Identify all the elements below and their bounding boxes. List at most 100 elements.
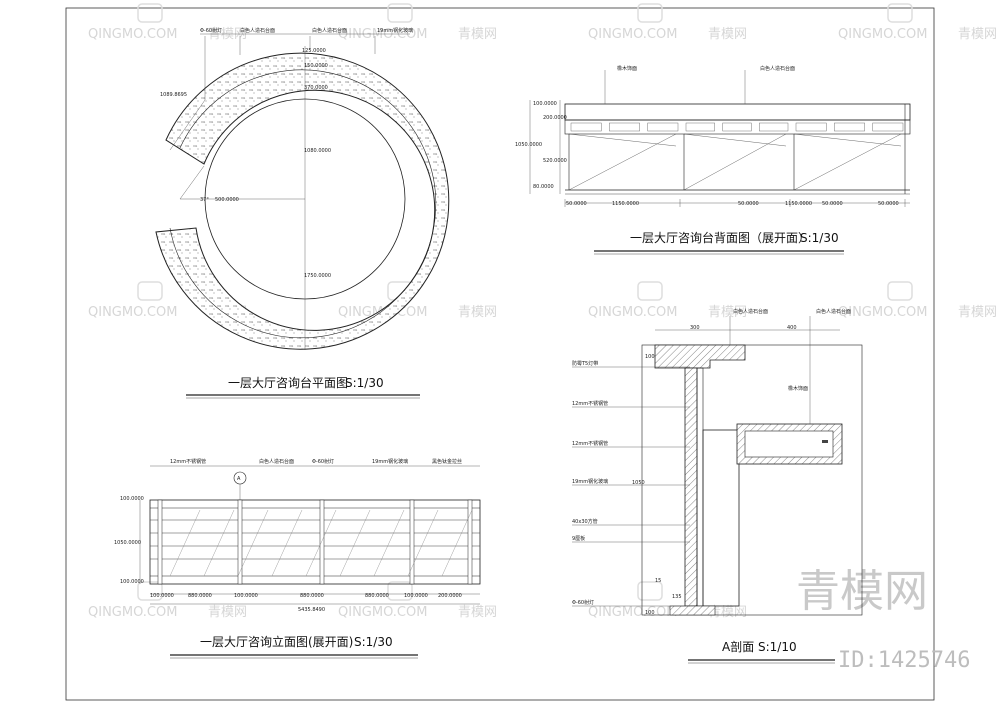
back-vdim-100: 100.0000 — [533, 101, 557, 107]
section-scale: S:1/10 — [758, 640, 797, 654]
back-label-stone: 白色人造石台面 — [760, 65, 795, 72]
plan-label-stone-top-1: 白色人造石台面 — [240, 27, 275, 34]
front-glass-reflection — [441, 509, 473, 577]
sheet-border — [65, 7, 935, 701]
plan-label-spotlight: Φ-60射灯 — [200, 27, 222, 34]
watermark-logo-icon — [137, 3, 163, 23]
watermark-text-cn: 青模网 — [208, 605, 247, 620]
back-bay-diagonal — [683, 133, 787, 191]
section-title: A剖面 — [722, 640, 754, 654]
front-elevation: A 12mm不锈钢管 白色人造石台面 Φ-60射灯 19mm钢化玻璃 黑色钛金拉… — [114, 458, 481, 659]
section-dim-100-bottom: 100 — [645, 610, 655, 616]
back-vdim-200: 200.0000 — [543, 115, 567, 121]
watermark-text: QINGMO.COM — [88, 305, 177, 320]
front-label-spotlight: Φ-60射灯 — [312, 458, 334, 465]
front-vdim-100-bottom: 100.0000 — [120, 579, 144, 585]
plan-label-glass: 19mm钢化玻璃 — [377, 27, 413, 34]
back-hdim: 1150.0000 — [612, 201, 639, 207]
back-drawer — [872, 122, 904, 132]
back-bay-diagonal — [568, 133, 677, 191]
plan-dim-1089: 1089.8695 — [160, 92, 187, 98]
watermark-text: QINGMO.COM — [338, 605, 427, 620]
front-section-marker-letter: A — [237, 476, 241, 482]
section-dim-400: 400 — [787, 325, 797, 331]
plan-scale: S:1/30 — [345, 376, 384, 390]
watermark-text-cn: 青模网 — [958, 27, 997, 42]
watermark-logo-icon — [637, 3, 663, 23]
watermark-text: QINGMO.COM — [838, 305, 927, 320]
back-label-oak: 橡木饰面 — [617, 65, 637, 72]
watermark-text: QINGMO.COM — [88, 605, 177, 620]
plan-dim-1750: 1750.0000 — [304, 273, 331, 279]
back-title: 一层大厅咨询台背面图（展开面） — [630, 230, 810, 245]
plan-dim-370: 370.0000 — [304, 85, 328, 91]
back-drawer-row — [564, 119, 911, 135]
section-vertical-panel — [684, 367, 698, 607]
front-post — [467, 499, 473, 585]
section-left-label: 防霉T5灯带 — [572, 360, 598, 367]
section-left-label: 12mm不锈钢管 — [572, 400, 608, 407]
back-bay-diagonal — [793, 133, 902, 191]
back-drawer — [759, 122, 789, 132]
front-glass-reflection — [407, 509, 439, 577]
front-glass-reflection — [203, 509, 235, 577]
front-glass-reflection — [305, 509, 337, 577]
plan-glass-line — [169, 69, 437, 339]
front-label-glass: 19mm钢化玻璃 — [372, 458, 408, 465]
back-drawer — [722, 122, 752, 132]
section-left-label: 19mm钢化玻璃 — [572, 478, 608, 485]
front-label-steel-tube: 12mm不锈钢管 — [170, 458, 206, 465]
section-left-label: Φ-60射灯 — [572, 599, 594, 606]
back-hdim: 50.0000 — [878, 201, 899, 207]
plan-dim-1080: 1080.0000 — [304, 148, 331, 154]
plan-view: Φ-60射灯 白色人造石台面 白色人造石台面 19mm钢化玻璃 125.0000… — [155, 27, 450, 399]
watermark-text: QINGMO.COM — [588, 305, 677, 320]
front-glass-reflection — [373, 509, 405, 577]
section-label-stone-2: 白色人造石台面 — [816, 308, 851, 315]
plan-dim-150: 150.0000 — [304, 63, 328, 69]
front-hdim: 880.0000 — [300, 593, 324, 599]
watermark-logo-icon — [637, 281, 663, 301]
front-counter-outline — [149, 499, 481, 585]
front-hdim: 880.0000 — [365, 593, 389, 599]
watermark-logo-icon — [387, 581, 413, 601]
front-post — [409, 499, 415, 585]
section-outer-frame — [641, 344, 863, 616]
watermark-text-cn: 青模网 — [458, 27, 497, 42]
section-dim-135: 135 — [672, 594, 682, 600]
back-vdim-80: 80.0000 — [533, 184, 554, 190]
section-left-label: 9厘板 — [572, 535, 585, 542]
watermark-text-cn: 青模网 — [958, 305, 997, 320]
front-glass-reflection — [169, 509, 201, 577]
watermark-logo-icon — [637, 581, 663, 601]
plan-counter-ring — [155, 52, 450, 350]
front-total-dim: 5435.8490 — [298, 607, 325, 613]
section-inner-cabinet — [702, 429, 740, 607]
section-a: 300 400 100 1050 135 100 15 白色人造石台面 白色人造… — [572, 308, 863, 664]
front-scale: S:1/30 — [354, 635, 393, 649]
section-dim-100-top: 100 — [645, 354, 655, 360]
plan-angle-line — [179, 165, 205, 200]
section-left-label: 12mm不锈钢管 — [572, 440, 608, 447]
plan-angle-label: 37° — [200, 197, 209, 203]
back-elevation: 100.0000 200.0000 1050.0000 520.0000 80.… — [515, 65, 911, 255]
front-glass-reflection — [237, 509, 269, 577]
front-post — [157, 499, 163, 585]
front-title: 一层大厅咨询立面图(展开面) — [200, 634, 353, 649]
watermark-text-cn: 青模网 — [708, 305, 747, 320]
watermark-layer: QINGMO.COM 青模网 QINGMO.COM 青模网 QINGMO.COM 青模网 Q… — [88, 3, 997, 673]
front-hdim: 100.0000 — [404, 593, 428, 599]
back-hdim: 50.0000 — [822, 201, 843, 207]
section-dim-1050: 1050 — [632, 480, 645, 486]
back-drawer — [685, 122, 715, 132]
section-label-stone-1: 白色人造石台面 — [733, 308, 768, 315]
section-top-slab — [654, 344, 746, 369]
watermark-text-cn: 青模网 — [458, 305, 497, 320]
plan-dim-125: 125.0000 — [302, 48, 326, 54]
back-vdim-520: 520.0000 — [543, 158, 567, 164]
front-label-titanium: 黑色钛金拉丝 — [432, 458, 462, 465]
section-base — [669, 605, 716, 616]
watermark-text: QINGMO.COM — [588, 605, 677, 620]
back-drawer — [570, 122, 602, 132]
